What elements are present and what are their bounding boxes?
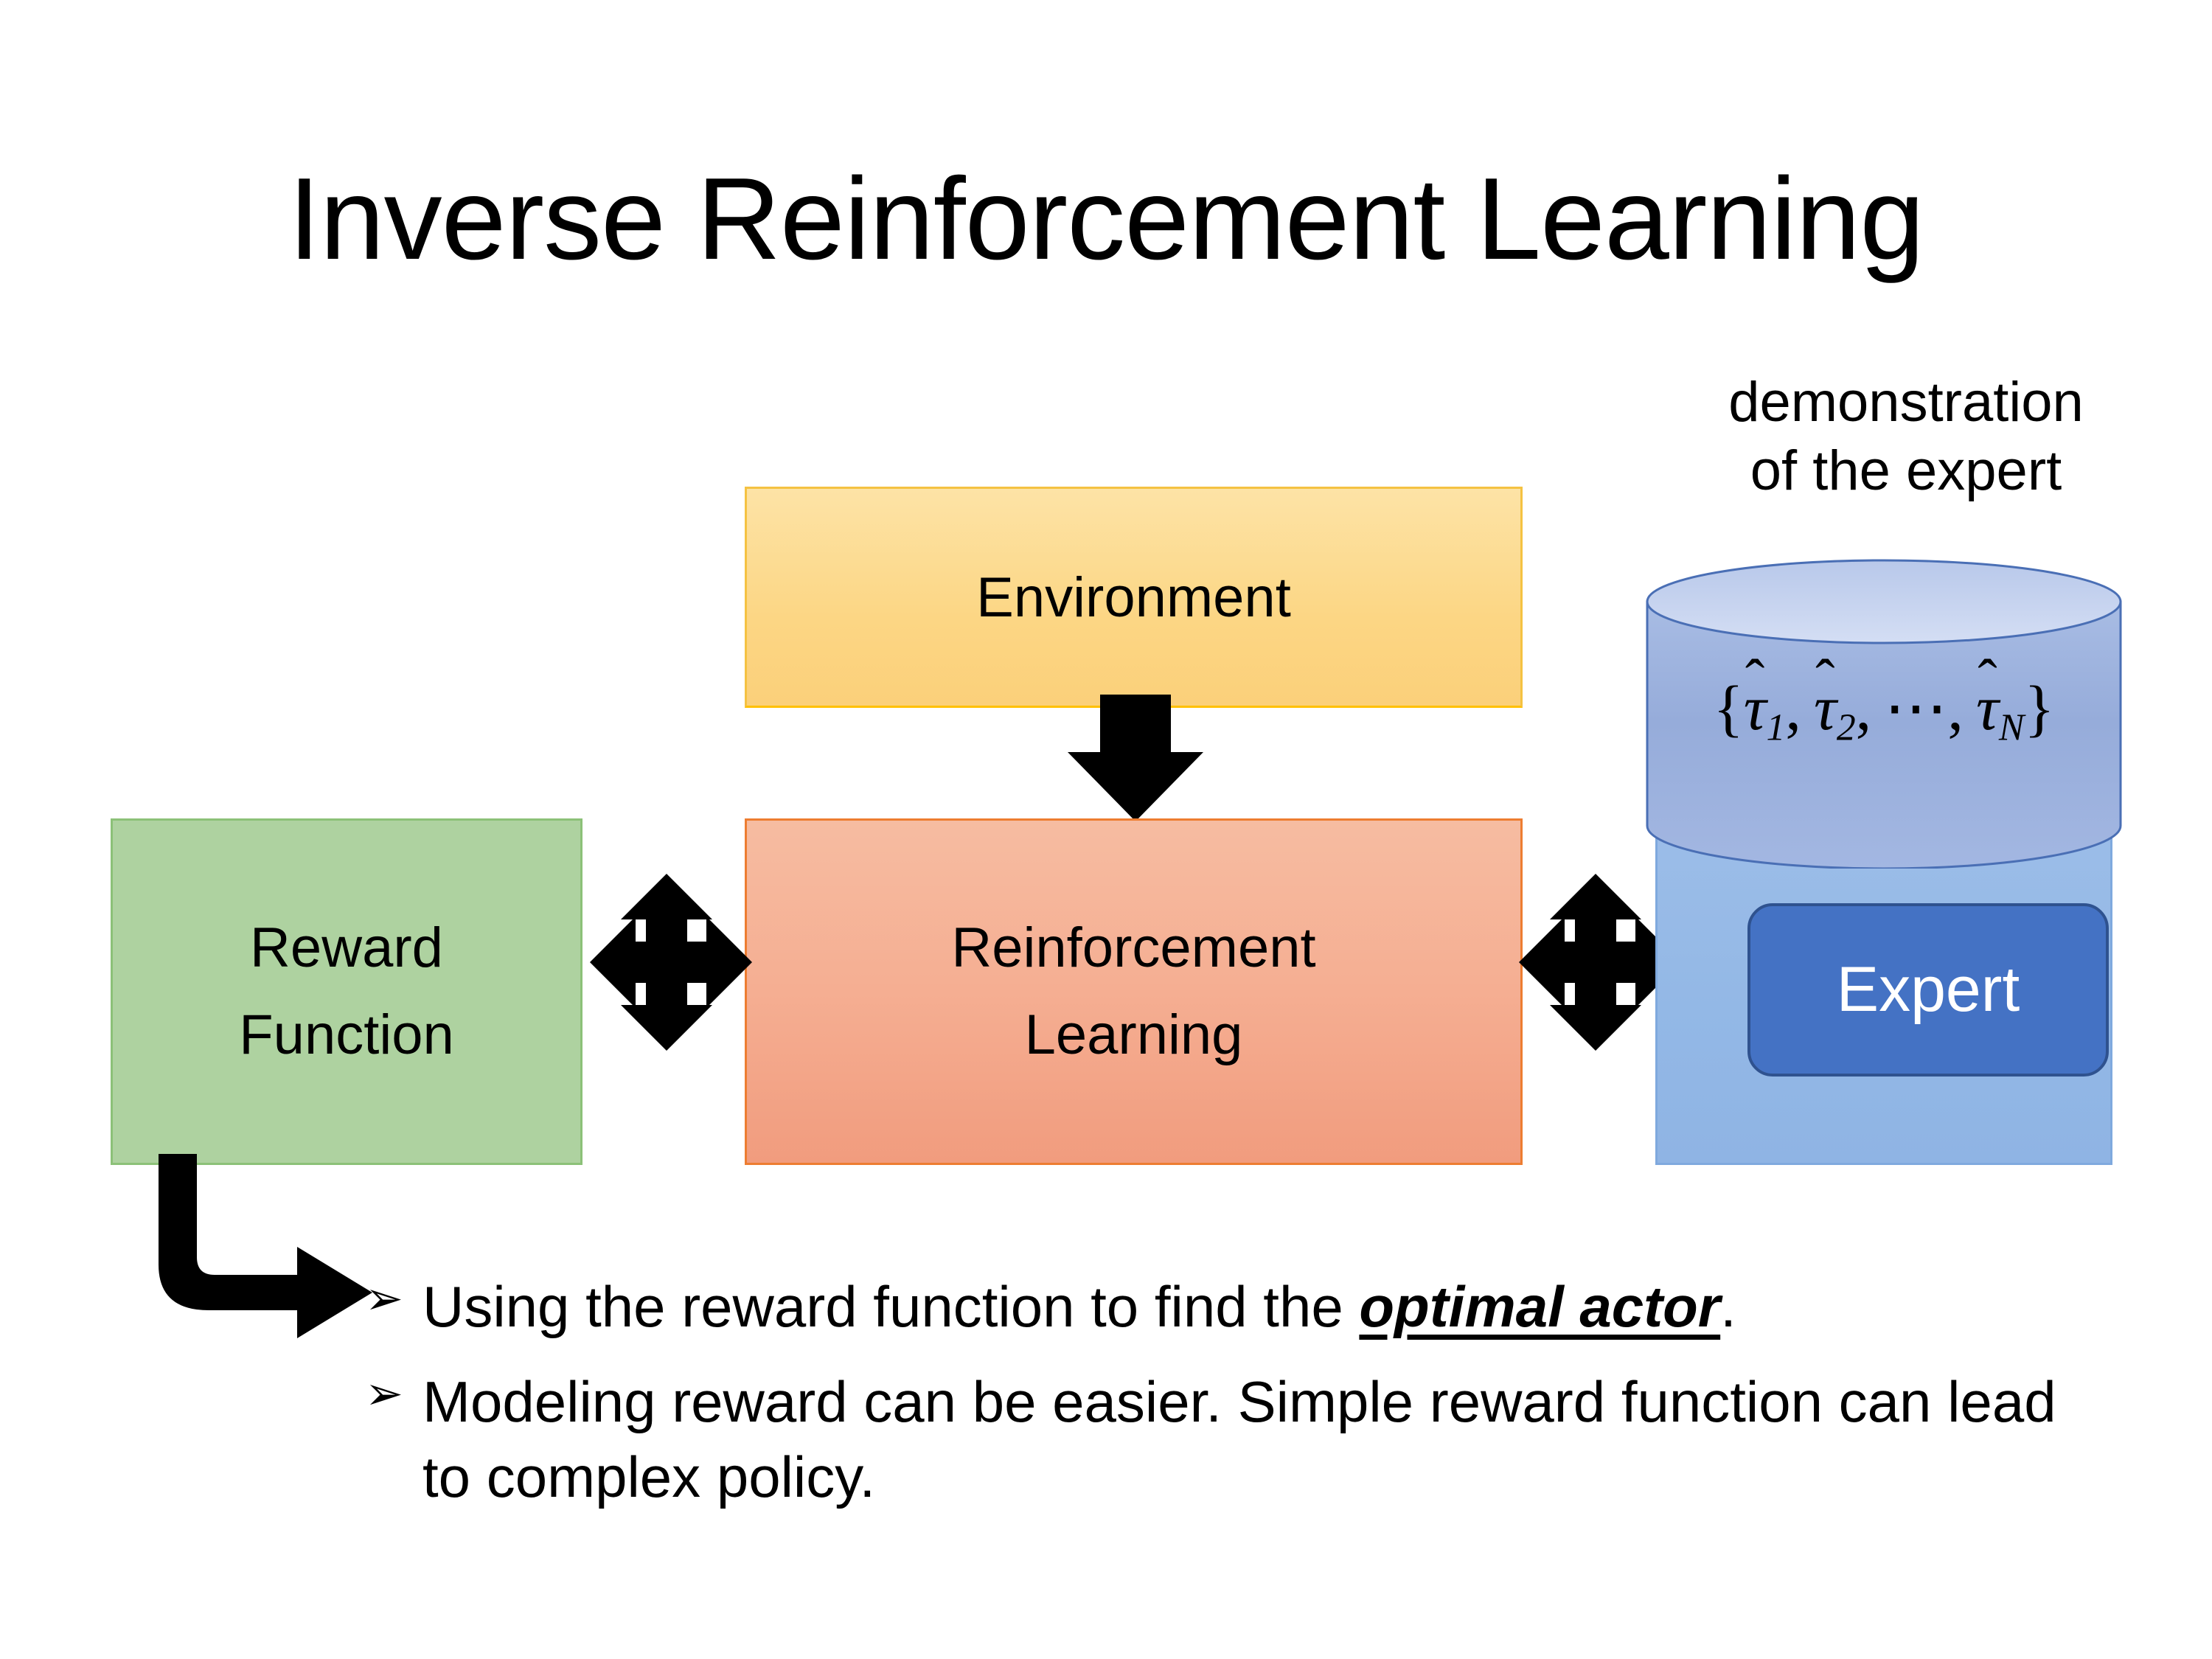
bullet-1-after: . [1720, 1274, 1736, 1339]
rl-to-expert-quad-arrow-icon [1519, 874, 1681, 1051]
rl-label-line2: Learning [1024, 1004, 1243, 1066]
formula-comma-1: , [1785, 672, 1801, 743]
reward-label-line1: Reward [250, 917, 443, 980]
bullet-1-before: Using the reward function to find the [422, 1274, 1360, 1339]
demonstration-trajectory-formula: {̂τ1, ̂τ2, ⋯, ̂τN} [1713, 672, 2055, 749]
rl-label-line1: Reinforcement [951, 917, 1316, 980]
reward-label-line2: Function [239, 1004, 454, 1066]
demonstration-caption-line1: demonstration [1728, 371, 2084, 434]
bullet-marker-icon: ➢ [365, 1273, 403, 1324]
reinforcement-learning-box[interactable]: Reinforcement Learning [745, 818, 1523, 1165]
bullet-text-2: Modeling reward can be easier. Simple re… [422, 1369, 2056, 1509]
formula-open-brace: { [1713, 672, 1744, 743]
reward-to-rl-quad-arrow-icon [590, 874, 752, 1051]
bullet-text-1: Using the reward function to find the op… [422, 1270, 2098, 1344]
demonstration-cylinder-icon [1644, 559, 2124, 869]
formula-ellipsis: ⋯ [1884, 672, 1948, 743]
demonstration-caption: demonstration of the expert [1622, 369, 2190, 505]
environment-to-rl-arrow-icon [1068, 695, 1203, 821]
reward-to-bullets-bent-arrow-icon [159, 1154, 372, 1338]
list-item: ➢ Using the reward function to find the … [365, 1270, 2098, 1344]
formula-close-brace: } [2024, 672, 2055, 743]
bullet-list: ➢ Using the reward function to find the … [365, 1270, 2098, 1535]
bullet-marker-icon: ➢ [365, 1368, 403, 1420]
environment-label: Environment [976, 566, 1291, 629]
list-item: ➢ Modeling reward can be easier. Simple … [365, 1365, 2098, 1514]
bullet-1-emphasis: optimal actor [1359, 1274, 1721, 1339]
expert-box[interactable]: Expert [1747, 903, 2109, 1077]
environment-box[interactable]: Environment [745, 487, 1523, 708]
expert-label: Expert [1836, 954, 2020, 1025]
demonstration-caption-line2: of the expert [1750, 439, 2062, 502]
formula-comma-3: , [1947, 672, 1964, 743]
page-title: Inverse Reinforcement Learning [288, 154, 1924, 284]
reward-function-box[interactable]: Reward Function [111, 818, 582, 1165]
formula-comma-2: , [1855, 672, 1872, 743]
